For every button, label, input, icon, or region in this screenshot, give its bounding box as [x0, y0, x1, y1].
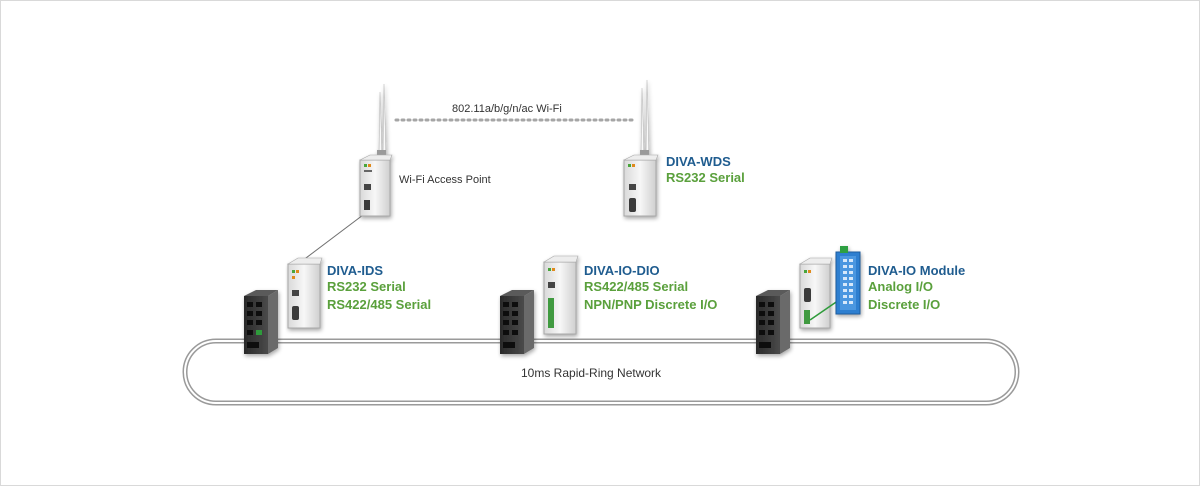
iodio-switch: [500, 290, 534, 354]
iomod-title: DIVA-IO Module: [868, 263, 966, 278]
wds-label-group: DIVA-WDS RS232 Serial: [666, 154, 745, 187]
iomod-switch: [756, 290, 790, 354]
wifi-link-label: 802.11a/b/g/n/ac Wi-Fi: [452, 103, 562, 115]
iodio-feature-1: RS422/485 Serial: [584, 279, 689, 294]
wds-device: [623, 79, 659, 217]
ids-label-group: DIVA-IDS RS232 Serial RS422/485 Serial: [327, 263, 431, 314]
ids-feature-2: RS422/485 Serial: [327, 297, 432, 312]
iodio-feature-2: NPN/PNP Discrete I/O: [584, 297, 718, 312]
wds-feature-1: RS232 Serial: [666, 170, 745, 185]
io-module-block: [835, 246, 861, 315]
iomod-feature-2: Discrete I/O: [868, 297, 941, 312]
ids-device: [286, 257, 323, 329]
ap-ids-cable: [297, 211, 368, 265]
ring-label: 10ms Rapid-Ring Network: [521, 366, 662, 380]
ids-feature-1: RS232 Serial: [327, 279, 406, 294]
iodio-label-group: DIVA-IO-DIO RS422/485 Serial NPN/PNP Dis…: [584, 263, 717, 314]
access-point-device: [359, 83, 393, 217]
iodio-title: DIVA-IO-DIO: [584, 263, 660, 278]
iomod-label-group: DIVA-IO Module Analog I/O Discrete I/O: [868, 263, 965, 314]
wds-title: DIVA-WDS: [666, 154, 731, 169]
ids-switch: [244, 290, 278, 354]
iomod-feature-1: Analog I/O: [868, 279, 933, 294]
iodio-device: [542, 255, 579, 335]
ids-title: DIVA-IDS: [327, 263, 384, 278]
access-point-label: Wi-Fi Access Point: [399, 174, 491, 186]
iomod-device: [798, 257, 833, 329]
